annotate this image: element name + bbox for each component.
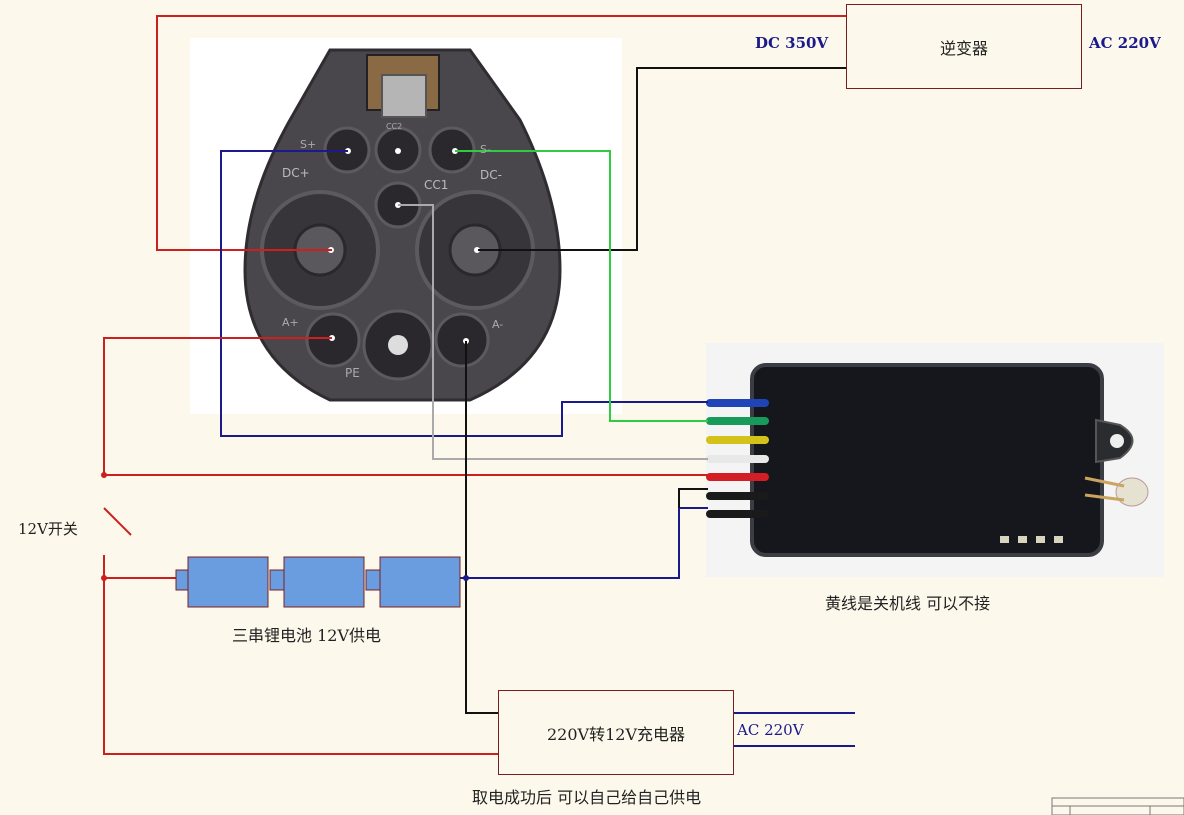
switch-blade xyxy=(103,507,132,536)
wire-module-black xyxy=(678,488,708,508)
wire-s-minus xyxy=(455,150,708,422)
pin-label-dc-minus: DC- xyxy=(480,168,502,182)
wire-cc1 xyxy=(398,204,708,460)
pin-label-dc-plus: DC+ xyxy=(282,166,310,180)
switch-module xyxy=(750,363,1149,557)
wire-battery-minus xyxy=(460,507,708,579)
pin-label-a-minus: A- xyxy=(492,318,504,331)
wire-dc-plus xyxy=(156,15,846,251)
pin-label-pe: PE xyxy=(345,366,360,380)
junction-dot xyxy=(101,575,107,581)
inverter-output-label: AC 220V xyxy=(1089,34,1161,52)
wire-battery-plus xyxy=(103,555,178,579)
wire-a-minus xyxy=(465,341,498,714)
inverter-label: 逆变器 xyxy=(939,38,988,58)
module-note: 黄线是关机线 可以不接 xyxy=(825,594,991,613)
switch-label: 12V开关 xyxy=(18,520,78,538)
junction-dot xyxy=(101,472,107,478)
battery-pack xyxy=(175,556,461,608)
pin-label-s-minus: S- xyxy=(480,143,491,156)
pin-label-cc1: CC1 xyxy=(424,178,449,192)
charger-label: 220V转12V充电器 xyxy=(546,724,685,744)
charger-input-label: AC 220V xyxy=(737,721,804,739)
wire-a-plus xyxy=(103,337,332,475)
inverter-input-label: DC 350V xyxy=(755,34,829,52)
module-wires xyxy=(706,399,769,518)
wire-dc-minus xyxy=(478,67,846,251)
junction-dot xyxy=(463,575,469,581)
pin-label-s-plus: S+ xyxy=(300,138,317,151)
battery-label: 三串锂电池 12V供电 xyxy=(232,626,382,645)
wire-s-plus xyxy=(220,150,708,437)
pin-label-a-plus: A+ xyxy=(282,316,299,329)
pin-label-cc2: CC2 xyxy=(386,122,403,131)
charger-note: 取电成功后 可以自己给自己供电 xyxy=(472,788,702,807)
inverter-box: 逆变器 xyxy=(846,4,1082,89)
charger-box: 220V转12V充电器 xyxy=(498,690,734,775)
title-block xyxy=(1051,797,1184,815)
wire-charger-plus xyxy=(103,578,500,755)
connector-socket xyxy=(243,48,562,402)
